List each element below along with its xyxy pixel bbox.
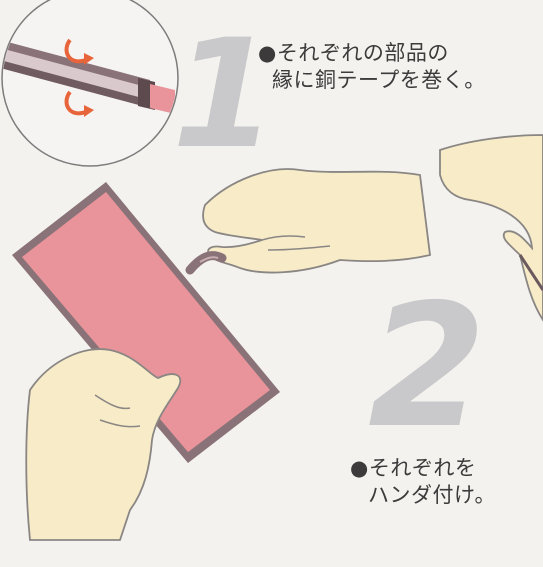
- copper-tape-strip: [185, 251, 227, 275]
- detail-circle: [1, 0, 179, 167]
- step-number-2: 2: [368, 268, 487, 466]
- step1-caption-line1: ●それぞれの部品の: [258, 41, 449, 65]
- step2-caption-line1: ●それぞれを: [350, 456, 477, 480]
- rotate-arrow-icon: [64, 38, 94, 117]
- hand-step1-left: [25, 348, 182, 541]
- step1-caption-line2: 縁に銅テープを巻く。: [272, 68, 486, 92]
- step2-caption-line2: ハンダ付け。: [368, 483, 496, 507]
- step-number-1: 1: [172, 8, 277, 182]
- hand-step1-right: [202, 168, 431, 274]
- step1-caption: ●それぞれの部品の 縁に銅テープを巻く。: [258, 40, 486, 94]
- step2-caption: ●それぞれを ハンダ付け。: [350, 455, 496, 509]
- glass-piece: [12, 182, 280, 463]
- hand-step2: [439, 134, 543, 322]
